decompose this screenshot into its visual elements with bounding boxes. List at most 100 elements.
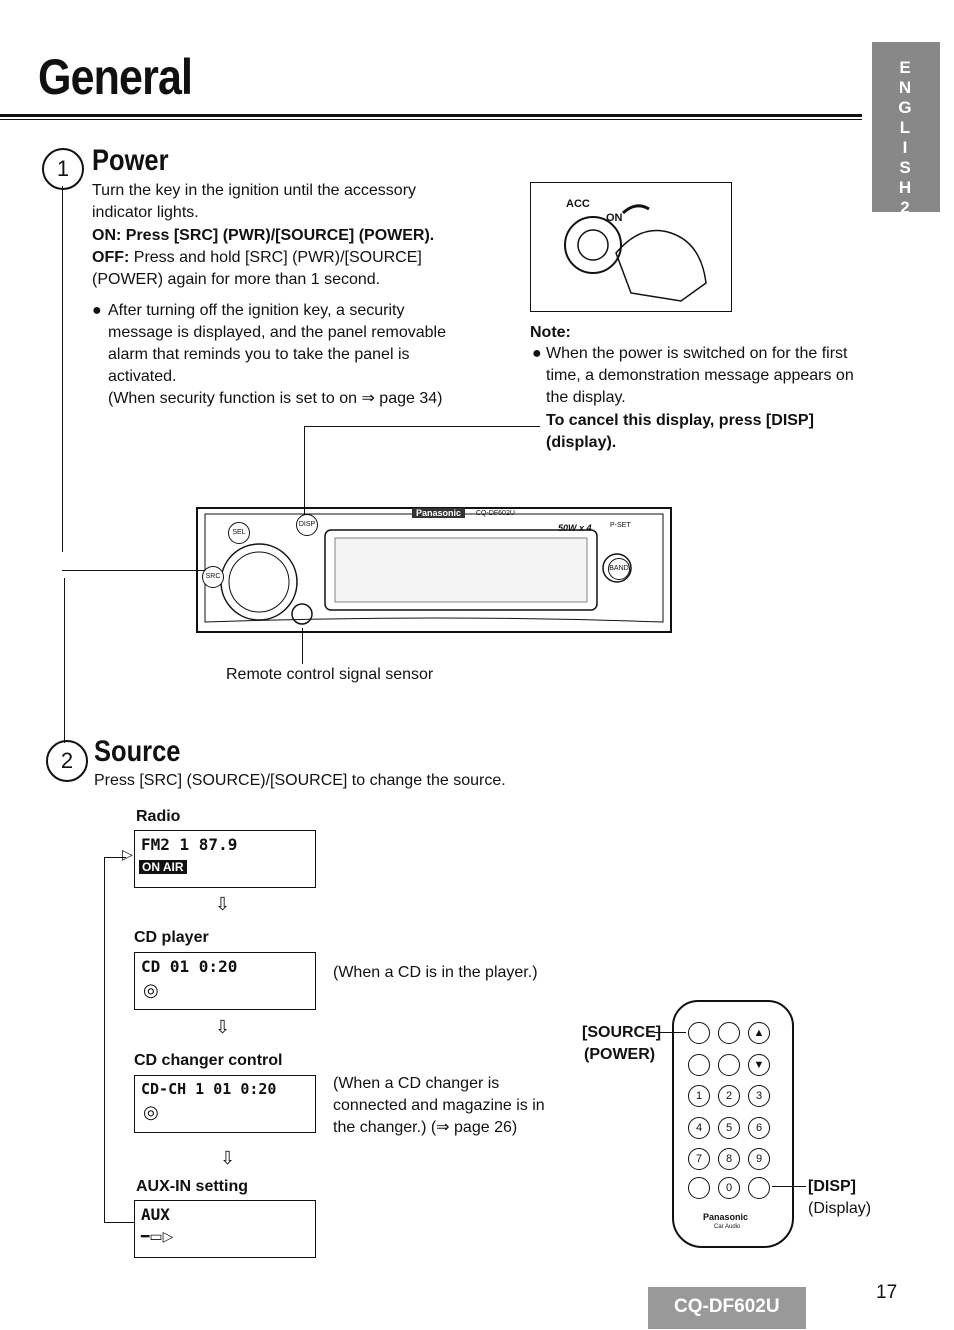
remote-key-1[interactable]: 1: [688, 1085, 710, 1107]
on-air-indicator: ON AIR: [139, 860, 187, 874]
sensor-label: Remote control signal sensor: [226, 666, 434, 683]
down-arrow-icon: ⇩: [215, 894, 231, 914]
remote-key-6[interactable]: 6: [748, 1117, 770, 1139]
leader-line: [62, 570, 210, 571]
cd-changer-display-text: CD-CH 1 01 0:20: [141, 1080, 277, 1098]
power-off-line: OFF: Press and hold [SRC] (PWR)/[SOURCE]…: [92, 247, 470, 291]
key-acc-label: ACC: [566, 198, 590, 210]
on-label: ON:: [92, 227, 122, 244]
loop-line: [104, 1222, 134, 1223]
band-button[interactable]: BAND: [608, 558, 630, 580]
unit-model: CQ-DF602U: [476, 510, 515, 517]
leader-line: [62, 186, 63, 552]
disc-icon: ◎: [143, 980, 159, 1000]
key-on-label: ON: [606, 212, 623, 224]
aux-display-text: AUX: [141, 1205, 170, 1224]
cd-player-label: CD player: [134, 929, 209, 946]
remote-source-label: [SOURCE]: [582, 1024, 662, 1041]
unit-power-rating: 50W x 4: [558, 523, 592, 533]
remote-key-3[interactable]: 3: [748, 1085, 770, 1107]
remote-disp-sub: (Display): [808, 1200, 872, 1217]
remote-key-9[interactable]: 9: [748, 1148, 770, 1170]
on-text: Press [SRC] (PWR)/[SOURCE] (POWER).: [125, 227, 435, 244]
leader-line: [772, 1186, 806, 1187]
radio-label: Radio: [136, 808, 181, 825]
footer-model-badge: [648, 1287, 806, 1329]
tab-letter: N: [898, 78, 912, 97]
sel-button[interactable]: SEL: [228, 522, 250, 544]
remote-key-8[interactable]: 8: [718, 1148, 740, 1170]
power-bullet: After turning off the ignition key, a se…: [108, 302, 446, 385]
off-label: OFF:: [92, 249, 130, 266]
language-tab: [872, 42, 940, 212]
src-button[interactable]: SRC: [202, 566, 224, 588]
tab-letter: G: [898, 98, 912, 117]
down-arrow-icon: ⇩: [220, 1148, 236, 1168]
remote-power-label: (POWER): [584, 1046, 656, 1063]
remote-band-button[interactable]: [688, 1177, 710, 1199]
aux-plug-icon: ━▭▷: [141, 1228, 174, 1244]
remote-source-button[interactable]: [688, 1022, 710, 1044]
key-hand-drawing: [564, 204, 707, 302]
bullet-dot: ●: [92, 302, 102, 319]
cd-player-note: (When a CD is in the player.): [333, 964, 538, 981]
remote-down-icon[interactable]: ▼: [748, 1054, 770, 1076]
leader-line: [304, 426, 540, 427]
leader-line: [304, 426, 305, 524]
power-heading: Power: [92, 144, 169, 177]
footer-model: CQ-DF602U: [674, 1296, 780, 1317]
remote-key-5[interactable]: 5: [718, 1117, 740, 1139]
pset-label: P-SET: [610, 522, 631, 529]
head-unit: [195, 504, 673, 634]
page-number: 17: [876, 1282, 898, 1303]
radio-display-text: FM2 1 87.9: [141, 835, 238, 854]
remote-disp-button[interactable]: [748, 1177, 770, 1199]
remote-vol-button[interactable]: [718, 1054, 740, 1076]
down-arrow-icon: ⇩: [215, 1017, 231, 1037]
tab-letter: E: [899, 58, 911, 77]
cd-changer-note: (When a CD changer is connected and maga…: [333, 1075, 545, 1136]
remote-key-0[interactable]: 0: [718, 1177, 740, 1199]
note-text: When the power is switched on for the fi…: [546, 345, 854, 406]
source-heading: Source: [94, 735, 181, 768]
disp-button[interactable]: DISP: [296, 514, 318, 536]
title-rule: [0, 114, 862, 117]
note-bullet-dot: ●: [532, 345, 542, 362]
cd-changer-label: CD changer control: [134, 1052, 283, 1069]
loop-arrow-icon: ▷: [122, 846, 133, 862]
remote-brand: Panasonic: [703, 1212, 749, 1222]
note-title: Note:: [530, 324, 571, 341]
remote-disp-label: [DISP]: [808, 1178, 856, 1195]
off-text: Press and hold [SRC] (PWR)/[SOURCE] (POW…: [92, 249, 422, 288]
cd-changer-display: CD-CH 1 01 0:20 ◎: [134, 1075, 316, 1133]
remote-sel-button[interactable]: [718, 1022, 740, 1044]
loop-line: [104, 857, 126, 858]
tab-letter: L: [899, 118, 911, 137]
cd-display-text: CD 01 0:20: [141, 957, 238, 976]
title-rule-thin: [0, 119, 862, 120]
head-unit-drawing: [196, 507, 672, 633]
language-tab-letters: E N G L I S H 2: [892, 58, 918, 218]
power-on-line: ON: Press [SRC] (PWR)/[SOURCE] (POWER).: [92, 225, 472, 247]
leader-line: [64, 578, 65, 743]
power-intro: Turn the key in the ignition until the a…: [92, 182, 417, 221]
page-title: General: [38, 49, 193, 105]
tab-letter: 2: [900, 198, 910, 217]
remote-mute-button[interactable]: [688, 1054, 710, 1076]
remote-key-4[interactable]: 4: [688, 1117, 710, 1139]
remote-control: [672, 1000, 794, 1248]
aux-display: AUX ━▭▷: [134, 1200, 316, 1258]
loop-line: [104, 857, 105, 1223]
power-bullet-ref: (When security function is set to on ⇒ p…: [108, 390, 443, 407]
remote-up-icon[interactable]: ▲: [748, 1022, 770, 1044]
leader-line: [654, 1032, 686, 1033]
radio-display: FM2 1 87.9 ON AIR: [134, 830, 316, 888]
key-illustration: [530, 182, 732, 312]
section-number-2: 2: [46, 740, 88, 782]
remote-brand-sub: Car Audio: [714, 1224, 741, 1230]
remote-key-2[interactable]: 2: [718, 1085, 740, 1107]
section-number-1: 1: [42, 148, 84, 190]
tab-letter: H: [898, 178, 912, 197]
remote-key-7[interactable]: 7: [688, 1148, 710, 1170]
source-intro: Press [SRC] (SOURCE)/[SOURCE] to change …: [94, 772, 506, 789]
